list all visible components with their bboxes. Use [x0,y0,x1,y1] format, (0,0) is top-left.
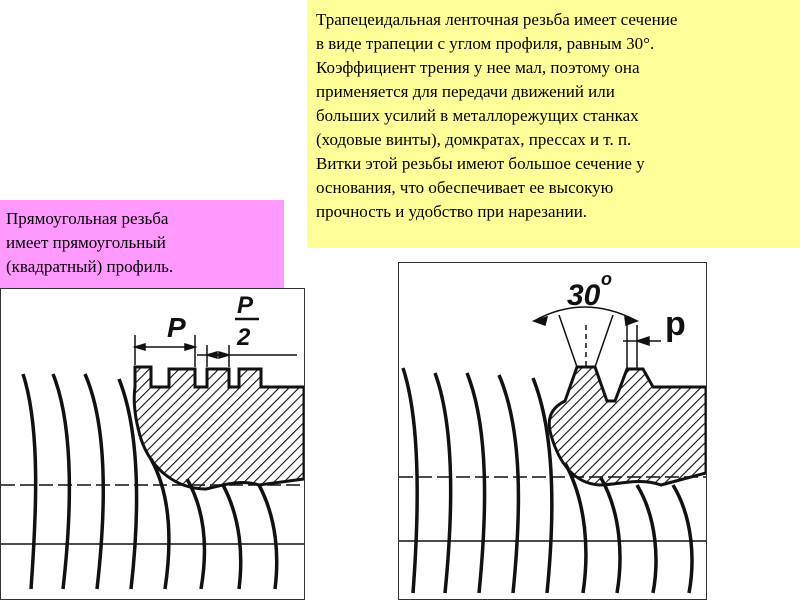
angle-dimension [531,306,661,369]
trapezoidal-thread-figure: 30 o p [398,262,707,600]
description-line: больших усилий в металлорежущих станках [316,106,639,125]
axis-lines [1,484,304,545]
description-line: Трапецеидальная ленточная резьба имеет с… [316,10,678,29]
description-line: в виде трапеции с углом профиля, равным … [316,34,655,53]
rectangular-thread-description: Прямоугольная резьба имеет прямоугольный… [0,200,284,288]
thread-section [132,365,304,491]
pitch-dimension [132,335,297,367]
description-line: Витки этой резьбы имеют большое сечение … [316,154,645,173]
half-pitch-numerator: P [237,292,254,319]
angle-label: 30 [567,279,601,312]
trapezoidal-thread-description: Трапецеидальная ленточная резьба имеет с… [307,0,800,248]
half-pitch-denominator: 2 [236,324,251,351]
description-line: Коэффициент трения у нее мал, поэтому он… [316,58,640,77]
description-line: (квадратный) профиль. [6,257,174,276]
pitch-label: P [167,312,186,343]
pitch-label: p [665,305,686,343]
degree-mark: o [601,269,612,289]
description-line: применяется для передачи движений или [316,82,615,101]
description-line: (ходовые винты), домкратах, прессах и т.… [316,130,632,149]
description-line: прочность и удобство при нарезании. [316,202,588,221]
thread-turns [21,373,279,590]
rectangular-thread-drawing: P P 2 [1,292,304,590]
description-line: Прямоугольная резьба [6,209,169,228]
description-line: имеет прямоугольный [6,233,166,252]
rectangular-thread-figure: P P 2 [0,288,305,600]
description-line: основания, что обеспечивает ее высокую [316,178,614,197]
thread-section [547,365,706,487]
trapezoidal-thread-drawing: 30 o p [399,269,706,594]
